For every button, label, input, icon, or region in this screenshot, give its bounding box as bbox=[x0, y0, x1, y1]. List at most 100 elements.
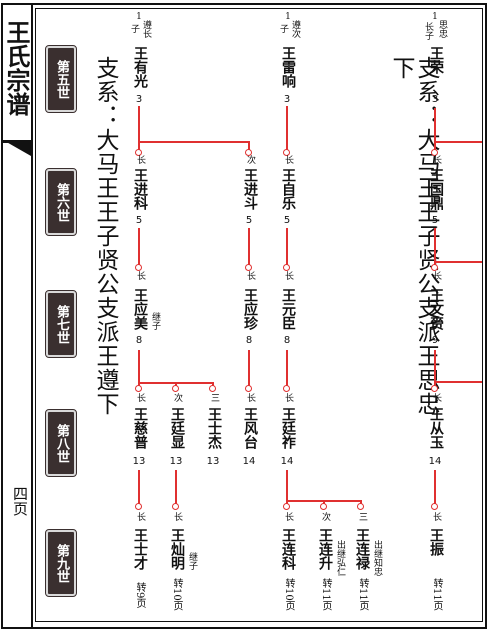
person-number: 5 bbox=[245, 215, 253, 226]
birth-order: 长 bbox=[283, 512, 293, 521]
connector bbox=[434, 470, 436, 504]
connector bbox=[248, 228, 250, 265]
node-dot bbox=[431, 385, 438, 392]
person-name: 王国鼎 bbox=[428, 168, 444, 210]
person-number: 14 bbox=[242, 456, 256, 467]
connector bbox=[434, 381, 482, 383]
node-dot bbox=[431, 149, 438, 156]
person-number: 5 bbox=[283, 215, 291, 226]
person-number: 3 bbox=[135, 94, 143, 105]
connector bbox=[138, 470, 140, 504]
birth-order: 长 bbox=[283, 271, 293, 280]
connector bbox=[434, 350, 436, 386]
adoption-note: 出继弘仁 bbox=[335, 540, 345, 576]
person-name: 王连禄 bbox=[354, 528, 370, 570]
adoption-note: 出继知忠 bbox=[372, 540, 382, 576]
birth-order: 长 bbox=[431, 393, 441, 402]
person-name: 王进科 bbox=[132, 168, 148, 210]
connector bbox=[286, 470, 288, 504]
page-frame bbox=[1, 3, 487, 629]
birth-order: 长 bbox=[135, 271, 145, 280]
person-name: 王元臣 bbox=[280, 288, 296, 330]
spine-bar bbox=[3, 140, 31, 143]
connector bbox=[286, 106, 288, 150]
connector bbox=[248, 350, 250, 386]
generation-label-7: 第七世 bbox=[45, 290, 77, 358]
connector bbox=[138, 141, 249, 143]
birth-order: 长 bbox=[172, 512, 182, 521]
person-name: 王应珍 bbox=[242, 288, 258, 330]
birth-order: 长 bbox=[245, 393, 255, 402]
node-dot bbox=[283, 149, 290, 156]
person-name: 王士杰 bbox=[206, 407, 222, 449]
page-reference: 转10页 bbox=[171, 578, 182, 611]
birth-order: 长 bbox=[431, 271, 441, 280]
person-name: 王从玉 bbox=[428, 407, 444, 449]
root-father: 遵次 bbox=[290, 20, 300, 38]
node-dot bbox=[320, 503, 327, 510]
connector bbox=[434, 108, 436, 150]
connector bbox=[248, 141, 250, 151]
node-dot bbox=[172, 503, 179, 510]
node-dot bbox=[431, 503, 438, 510]
spine-wedge bbox=[3, 140, 31, 156]
node-dot bbox=[135, 149, 142, 156]
node-dot bbox=[283, 385, 290, 392]
page-reference: 转10页 bbox=[283, 578, 294, 611]
generation-label-6: 第六世 bbox=[45, 168, 77, 236]
connector bbox=[138, 228, 140, 265]
node-dot bbox=[135, 503, 142, 510]
page-reference: 转11页 bbox=[320, 578, 331, 611]
connector bbox=[286, 350, 288, 386]
generation-label-5: 第五世 bbox=[45, 45, 77, 113]
person-name: 王自乐 bbox=[280, 168, 296, 210]
birth-order: 长 bbox=[283, 155, 293, 164]
generation-label-9: 第九世 bbox=[45, 529, 77, 597]
person-number: 3 bbox=[431, 94, 439, 105]
person-name: 王应美 bbox=[132, 288, 148, 330]
person-number: 5 bbox=[135, 215, 143, 226]
spine-divider bbox=[31, 3, 33, 629]
person-number: 14 bbox=[280, 456, 294, 467]
root-order: 1 bbox=[285, 12, 291, 22]
root-order: 1 bbox=[432, 12, 438, 22]
birth-order: 三 bbox=[357, 512, 367, 521]
node-dot bbox=[245, 264, 252, 271]
root-father: 思忠 bbox=[437, 20, 447, 38]
person-name: 王连科 bbox=[280, 528, 296, 570]
node-dot bbox=[172, 385, 179, 392]
birth-order: 长 bbox=[135, 512, 145, 521]
node-dot bbox=[245, 385, 252, 392]
person-name: 王廷祚 bbox=[280, 407, 296, 449]
connector bbox=[434, 228, 436, 265]
page-reference: 转11页 bbox=[357, 578, 368, 611]
adoption-note: 继子 bbox=[187, 552, 197, 570]
connector bbox=[434, 141, 482, 143]
person-name: 王连升 bbox=[317, 528, 333, 570]
connector bbox=[175, 470, 177, 504]
birth-order: 次 bbox=[172, 393, 182, 402]
person-name: 王振 bbox=[428, 528, 444, 556]
person-number: 8 bbox=[283, 335, 291, 346]
node-dot bbox=[357, 503, 364, 510]
birth-order: 次 bbox=[245, 155, 255, 164]
birth-order: 长 bbox=[431, 155, 441, 164]
person-number: 13 bbox=[132, 456, 146, 467]
root-relation: 子 bbox=[129, 24, 139, 33]
content-frame bbox=[35, 8, 483, 622]
person-number: 13 bbox=[169, 456, 183, 467]
person-number: 3 bbox=[283, 94, 291, 105]
book-title: 王氏宗谱 bbox=[2, 20, 31, 116]
birth-order: 长 bbox=[135, 393, 145, 402]
connector bbox=[138, 350, 140, 386]
generation-label-8: 第八世 bbox=[45, 409, 77, 477]
person-name: 王荣 bbox=[428, 46, 444, 74]
person-number: 13 bbox=[206, 456, 220, 467]
page-reference: 转11页 bbox=[431, 578, 442, 611]
connector bbox=[434, 261, 482, 263]
person-number: 9 bbox=[431, 335, 439, 346]
person-name: 王雷响 bbox=[280, 46, 296, 88]
root-father: 遵长 bbox=[141, 20, 151, 38]
page-reference: 转9页 bbox=[134, 582, 145, 609]
person-number: 5 bbox=[431, 215, 439, 226]
